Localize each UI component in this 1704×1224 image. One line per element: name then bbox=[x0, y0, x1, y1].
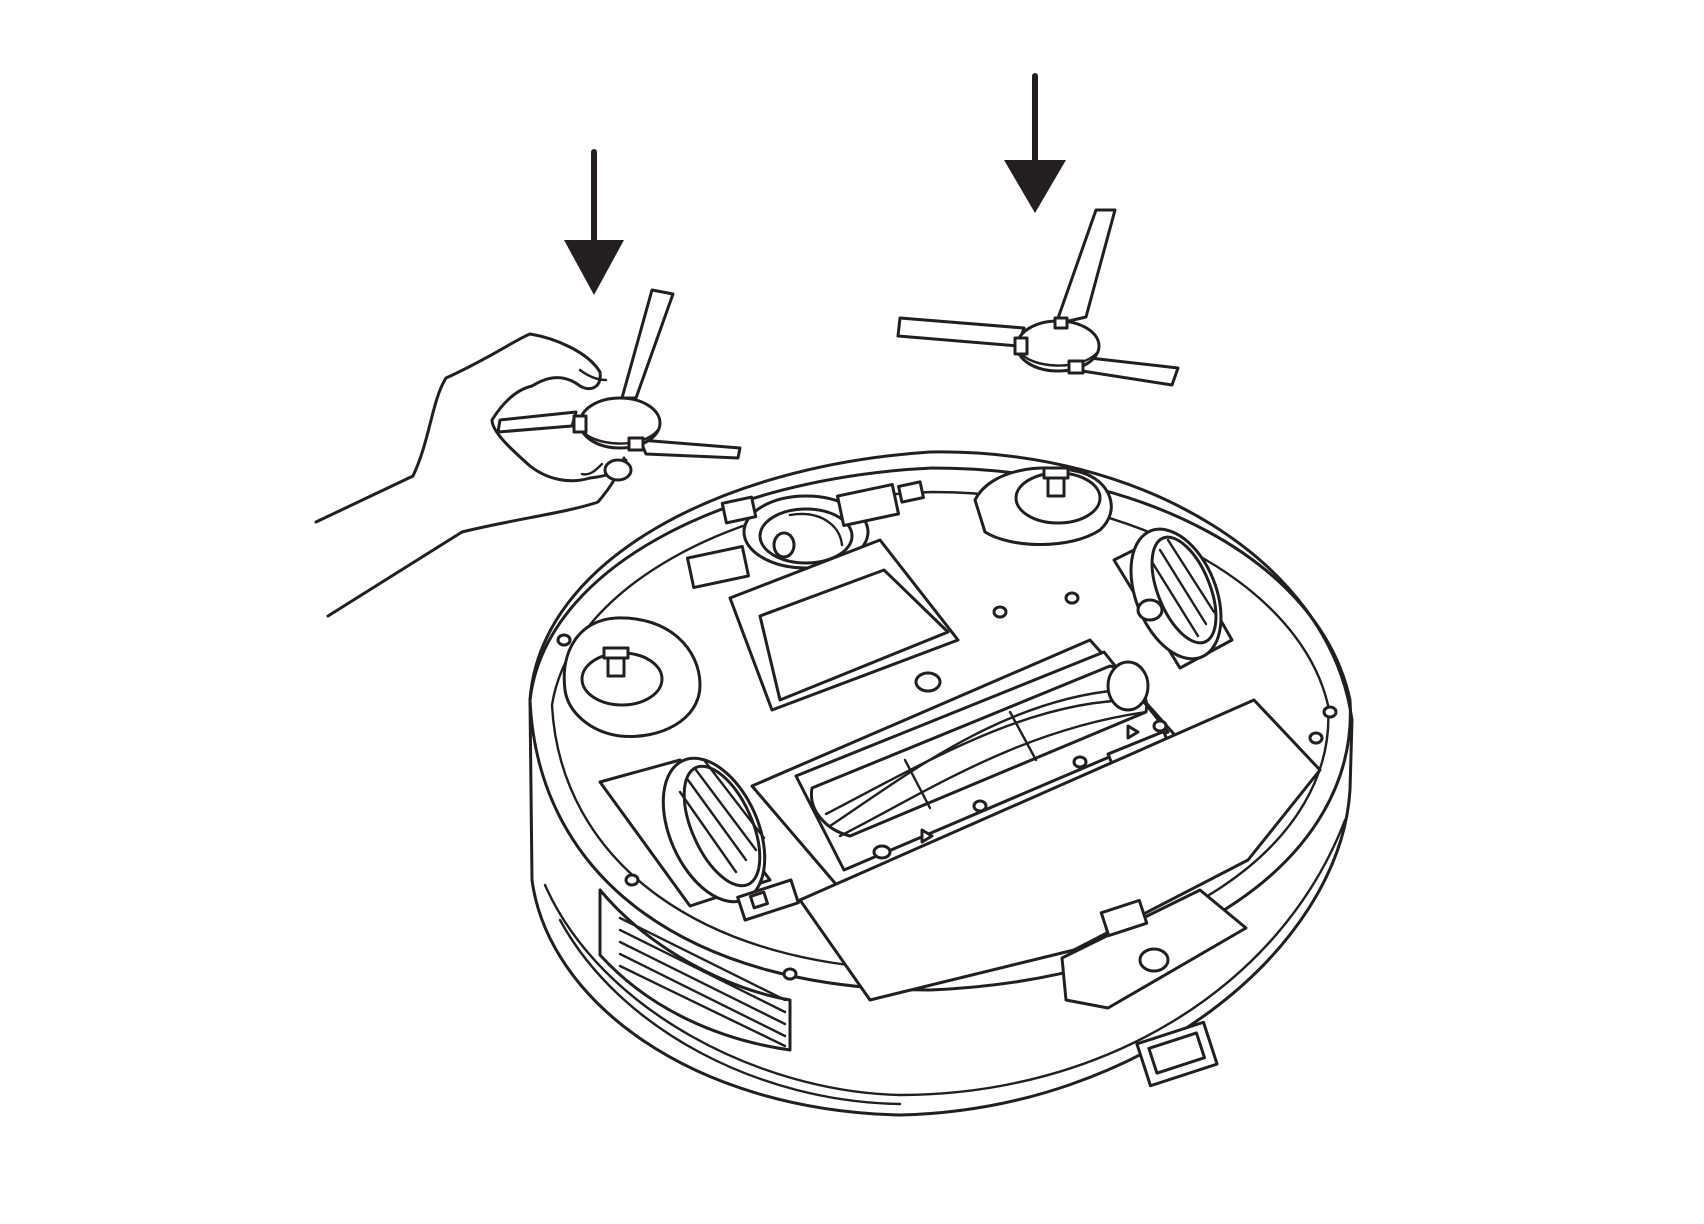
hand-icon bbox=[314, 332, 633, 618]
side-brush-icon bbox=[496, 288, 742, 460]
down-arrow-icon bbox=[564, 149, 624, 295]
robot-vacuum-underside-icon bbox=[528, 450, 1354, 1117]
down-arrow-icon bbox=[1004, 73, 1066, 213]
side-brush-icon bbox=[896, 208, 1180, 387]
